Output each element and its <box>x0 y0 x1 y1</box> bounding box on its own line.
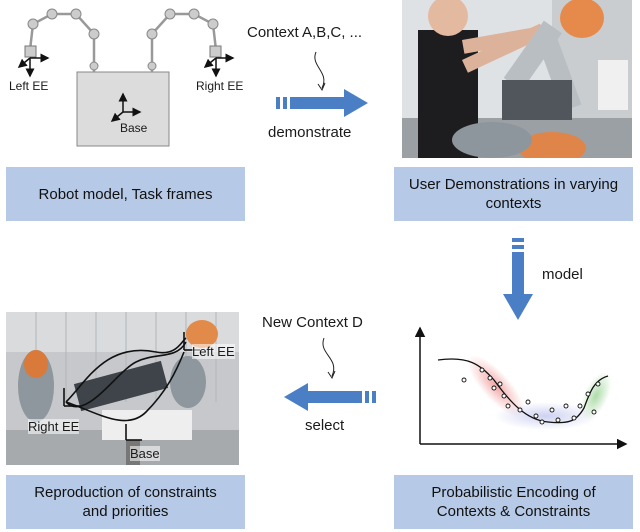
context-abc-label: Context A,B,C, ... <box>247 24 363 41</box>
robot-model-diagram <box>17 8 235 147</box>
sample-points <box>461 367 601 425</box>
new-context-label: New Context D <box>262 314 363 331</box>
reproduction-right-ee-label: Right EE <box>28 419 80 434</box>
mean-trajectory <box>437 358 609 424</box>
select-arrow <box>284 383 376 411</box>
green-cluster <box>580 371 612 421</box>
reproduction-left-ee-label: Left EE <box>192 344 235 359</box>
demonstrations-caption: User Demonstrations in varying contexts <box>394 167 633 221</box>
reproduction-base-label: Base <box>130 446 160 461</box>
model-arrow <box>503 238 533 320</box>
robot-model-caption: Robot model, Task frames <box>6 167 245 221</box>
base-label: Base <box>120 121 148 135</box>
model-label: model <box>542 266 583 283</box>
encoding-caption: Probabilistic Encoding of Contexts & Con… <box>394 475 633 529</box>
context-pointer-arrow <box>314 51 326 92</box>
demonstrate-label: demonstrate <box>268 124 352 141</box>
left-ee-label: Left EE <box>9 79 49 93</box>
reproduction-caption: Reproduction of constraints and prioriti… <box>6 475 245 529</box>
demonstration-photo <box>402 0 632 158</box>
right-ee-label: Right EE <box>196 79 244 93</box>
encoding-plot <box>414 326 628 450</box>
reproduction-photo: Left EE Right EE Base <box>6 312 239 465</box>
new-context-pointer-arrow <box>322 337 336 380</box>
robot-model-panel: Left EE Right EE Base <box>0 0 250 160</box>
demonstrate-arrow <box>276 89 368 117</box>
select-label: select <box>305 417 345 434</box>
